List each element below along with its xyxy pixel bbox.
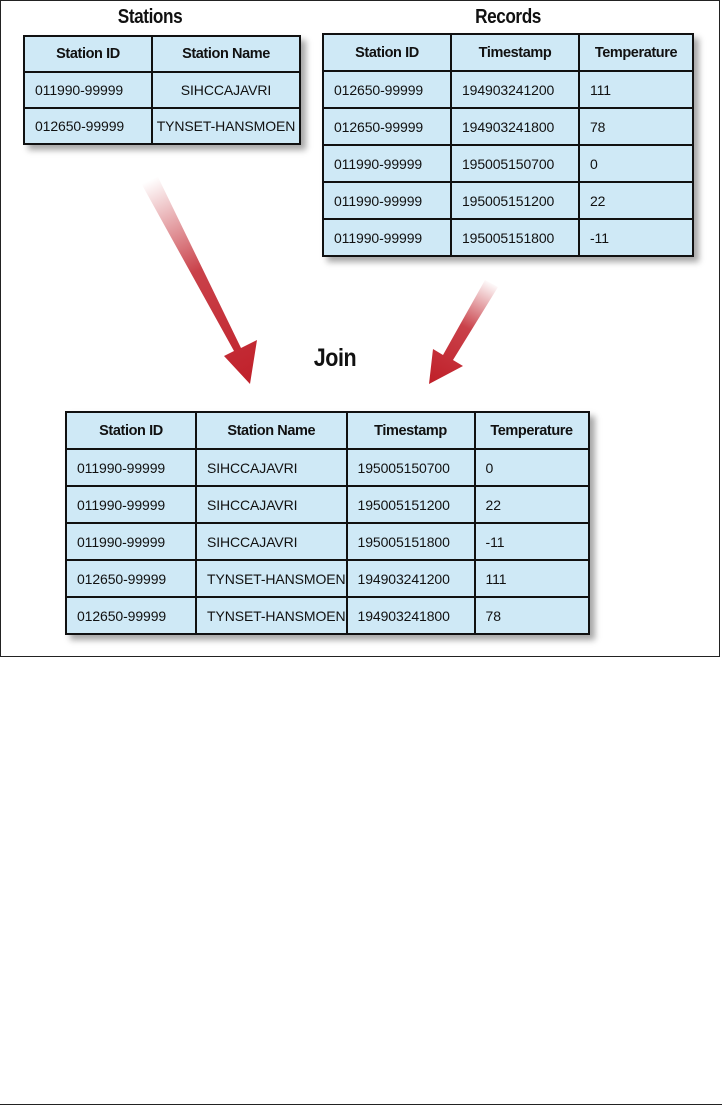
cell-station-name: TYNSET-HANSMOEN (151, 107, 301, 145)
column-header-temperature: Temperature (578, 33, 694, 72)
column-header-timestamp: Timestamp (345, 411, 476, 450)
table-row: 011990-99999 SIHCCAJAVRI 195005151200 22 (65, 485, 590, 524)
table-row: 012650-99999 TYNSET-HANSMOEN 19490324180… (65, 596, 590, 635)
column-header-timestamp: Timestamp (450, 33, 580, 72)
cell-timestamp: 194903241200 (345, 559, 476, 598)
cell-station-id: 011990-99999 (65, 448, 197, 487)
stations-title: Stations (117, 6, 183, 28)
cell-temperature: -11 (578, 218, 694, 257)
cell-temperature: 0 (578, 144, 694, 183)
cell-timestamp: 195005150700 (345, 448, 476, 487)
table-row: 011990-99999 195005151800 -11 (322, 218, 694, 257)
table-header-row: Station ID Timestamp Temperature (322, 33, 694, 72)
cell-temperature: 78 (578, 107, 694, 146)
column-header-station-id: Station ID (322, 33, 452, 72)
cell-temperature: -11 (473, 522, 590, 561)
records-table: Station ID Timestamp Temperature 012650-… (322, 33, 694, 257)
cell-timestamp: 195005151200 (345, 485, 476, 524)
cell-timestamp: 195005151800 (450, 218, 580, 257)
table-row: 011990-99999 SIHCCAJAVRI 195005150700 0 (65, 448, 590, 487)
table-header-row: Station ID Station Name (23, 35, 301, 73)
stations-table: Station ID Station Name 011990-99999 SIH… (23, 35, 301, 145)
column-header-temperature: Temperature (473, 411, 590, 450)
cell-temperature: 22 (473, 485, 590, 524)
cell-timestamp: 194903241800 (345, 596, 476, 635)
cell-station-name: SIHCCAJAVRI (151, 71, 301, 109)
table-row: 012650-99999 194903241800 78 (322, 107, 694, 146)
column-header-station-name: Station Name (195, 411, 348, 450)
cell-station-id: 012650-99999 (322, 70, 452, 109)
cell-station-id: 012650-99999 (65, 596, 197, 635)
cell-station-id: 011990-99999 (65, 485, 197, 524)
cell-station-name: TYNSET-HANSMOEN (195, 559, 348, 598)
cell-station-id: 011990-99999 (322, 181, 452, 220)
cell-timestamp: 195005151200 (450, 181, 580, 220)
cell-station-id: 012650-99999 (23, 107, 153, 145)
join-table: Station ID Station Name Timestamp Temper… (65, 411, 590, 635)
cell-station-id: 012650-99999 (65, 559, 197, 598)
cell-temperature: 22 (578, 181, 694, 220)
cell-station-id: 011990-99999 (65, 522, 197, 561)
cell-station-id: 011990-99999 (322, 144, 452, 183)
join-title: Join (313, 344, 357, 372)
table-row: 011990-99999 SIHCCAJAVRI (23, 71, 301, 109)
cell-station-name: SIHCCAJAVRI (195, 448, 348, 487)
table-row: 012650-99999 TYNSET-HANSMOEN (23, 107, 301, 145)
cell-station-id: 012650-99999 (322, 107, 452, 146)
column-header-station-id: Station ID (65, 411, 197, 450)
cell-temperature: 78 (473, 596, 590, 635)
table-row: 012650-99999 TYNSET-HANSMOEN 19490324120… (65, 559, 590, 598)
cell-timestamp: 194903241800 (450, 107, 580, 146)
cell-station-name: SIHCCAJAVRI (195, 485, 348, 524)
cell-temperature: 111 (578, 70, 694, 109)
cell-timestamp: 194903241200 (450, 70, 580, 109)
table-row: 011990-99999 SIHCCAJAVRI 195005151800 -1… (65, 522, 590, 561)
records-title: Records (475, 6, 541, 28)
cell-temperature: 0 (473, 448, 590, 487)
cell-station-id: 011990-99999 (322, 218, 452, 257)
cell-timestamp: 195005151800 (345, 522, 476, 561)
join-arrows (141, 175, 498, 384)
arrow-down-left-icon (429, 280, 498, 384)
cell-station-name: TYNSET-HANSMOEN (195, 596, 348, 635)
cell-timestamp: 195005150700 (450, 144, 580, 183)
table-row: 012650-99999 194903241200 111 (322, 70, 694, 109)
table-header-row: Station ID Station Name Timestamp Temper… (65, 411, 590, 450)
cell-station-name: SIHCCAJAVRI (195, 522, 348, 561)
table-row: 011990-99999 195005150700 0 (322, 144, 694, 183)
cell-station-id: 011990-99999 (23, 71, 153, 109)
table-row: 011990-99999 195005151200 22 (322, 181, 694, 220)
column-header-station-name: Station Name (151, 35, 301, 73)
page-bottom-rule (0, 1104, 722, 1105)
arrow-down-right-icon (141, 175, 257, 384)
column-header-station-id: Station ID (23, 35, 153, 73)
cell-temperature: 111 (473, 559, 590, 598)
figure-frame (0, 0, 720, 657)
